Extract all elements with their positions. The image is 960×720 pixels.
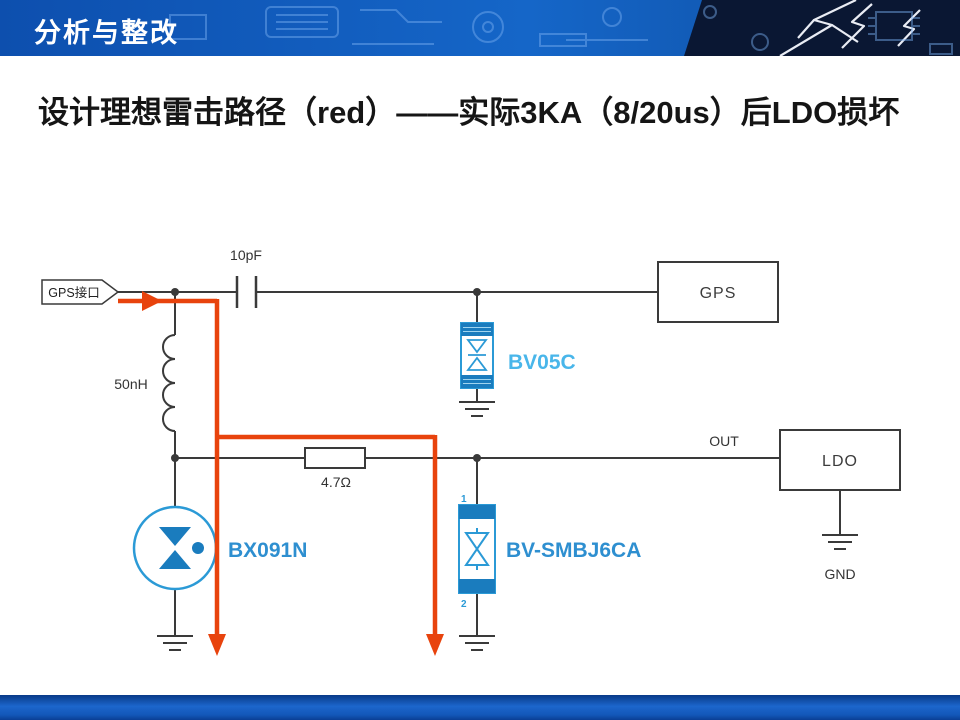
ground-symbol-tvs2 (459, 635, 495, 651)
pin-1-label: 1 (461, 494, 467, 505)
circuit-diagram: 1 2 GPS接口 10pF 50nH 4.7Ω GPS LDO (41, 247, 901, 656)
gps-box-label: GPS (700, 285, 737, 302)
labels: GPS接口 10pF 50nH 4.7Ω GPS LDO OUT GND BV0… (48, 247, 858, 582)
header-bar: 分析与整改 (0, 0, 960, 56)
pin-2-label: 2 (461, 599, 467, 610)
wires (118, 276, 858, 651)
slide-heading: 设计理想雷击路径（red）——实际3KA（8/20us）后LDO损坏 (38, 95, 900, 130)
resistor-symbol (304, 447, 366, 469)
gps-box (657, 261, 779, 323)
surge-arrow-right (142, 291, 162, 311)
boxes (41, 261, 901, 491)
gps-port-label: GPS接口 (48, 285, 99, 300)
bv-smbj6ca-label: BV-SMBJ6CA (506, 539, 641, 562)
out-label: OUT (709, 433, 739, 449)
surge-path (118, 291, 444, 656)
inductor-symbol (162, 334, 176, 432)
resistor-label: 4.7Ω (321, 474, 351, 490)
gps-port-shape (41, 279, 120, 305)
ground-symbol-gdt (157, 635, 193, 651)
ldo-box-label: LDO (822, 453, 858, 470)
lightning-photo (684, 0, 960, 56)
gdt-bx091n-symbol (132, 505, 218, 591)
ground-symbol-bv05c (459, 401, 495, 417)
header-decoration (169, 0, 960, 56)
ground-symbol-ldo (822, 534, 858, 550)
tvs-bv-smbj6ca-symbol: 1 2 (458, 494, 496, 610)
junction-dots (171, 288, 481, 462)
bv05c-label: BV05C (508, 351, 576, 374)
surge-arrow-down-right (426, 634, 444, 656)
circuit-pattern (169, 5, 953, 55)
ldo-box (779, 429, 901, 491)
tvs-bv05c-symbol (460, 322, 494, 389)
page-title: 分析与整改 (34, 18, 179, 48)
gnd-label: GND (824, 566, 855, 582)
bx091n-label: BX091N (228, 539, 307, 562)
footer-bar (0, 695, 960, 720)
surge-arrow-down-left (208, 634, 226, 656)
capacitor-label: 10pF (230, 247, 262, 263)
inductor-label: 50nH (114, 376, 147, 392)
